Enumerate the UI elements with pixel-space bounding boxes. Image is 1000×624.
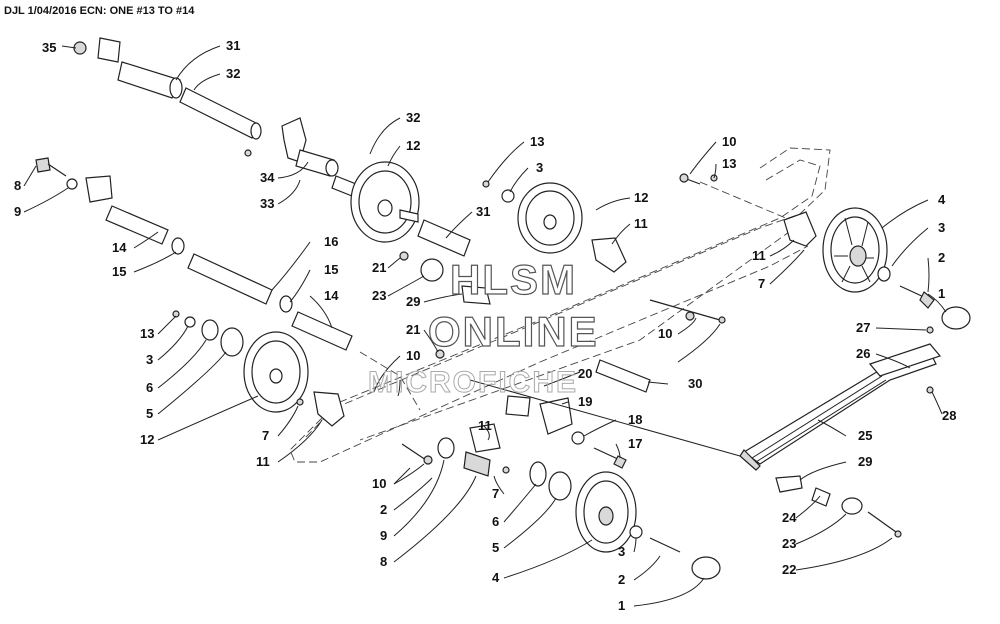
callout-label: 23 <box>372 288 386 303</box>
upper-rear-axle <box>73 37 357 197</box>
watermark-line3: MICROFICHE <box>368 366 578 399</box>
callout-label: 14 <box>324 288 339 303</box>
callout-label: 11 <box>256 454 270 469</box>
callout-label: 27 <box>856 320 870 335</box>
callout-label: 15 <box>324 262 338 277</box>
callout-label: 18 <box>628 412 642 427</box>
callout-label: 24 <box>782 510 797 525</box>
callout-label: 5 <box>146 406 153 421</box>
limiter-strap-assembly <box>739 326 942 538</box>
callout-label: 23 <box>782 536 796 551</box>
callout-label: 6 <box>146 380 153 395</box>
slide-rail <box>289 147 831 463</box>
callout-label: 11 <box>634 216 648 231</box>
callout-label: 8 <box>380 554 387 569</box>
callout-label: 12 <box>634 190 648 205</box>
callout-label: 10 <box>406 348 420 363</box>
callout-label: 3 <box>938 220 945 235</box>
leader-lines <box>23 45 947 607</box>
revision-header: DJL 1/04/2016 ECN: ONE #13 TO #14 <box>4 5 195 17</box>
right-idler-wheel <box>822 207 971 330</box>
callout-label: 35 <box>42 40 56 55</box>
callout-label: 32 <box>406 110 420 125</box>
callout-label: 22 <box>782 562 796 577</box>
callout-label: 32 <box>226 66 240 81</box>
callout-label: 25 <box>858 428 872 443</box>
callout-label: 21 <box>372 260 386 275</box>
callout-label: 12 <box>406 138 420 153</box>
callout-label: 13 <box>140 326 154 341</box>
callout-label: 2 <box>380 502 387 517</box>
callout-label: 9 <box>380 528 387 543</box>
left-bolt-set <box>35 157 113 203</box>
left-wheel-assembly <box>172 310 345 427</box>
parts-layer <box>35 37 971 580</box>
callout-label: 3 <box>618 544 625 559</box>
callout-label: 4 <box>938 192 946 207</box>
callout-label: 30 <box>688 376 702 391</box>
callout-label: 3 <box>146 352 153 367</box>
callout-label: 16 <box>324 234 338 249</box>
callout-label: 10 <box>372 476 386 491</box>
callout-label: 26 <box>856 346 870 361</box>
callout-label: 13 <box>722 156 736 171</box>
callout-label: 4 <box>492 570 500 585</box>
callout-labels: 35 31 32 32 12 34 33 13 3 12 31 11 10 13… <box>14 38 956 613</box>
watermark-line1: HLSM <box>450 256 577 303</box>
callout-label: 29 <box>858 454 872 469</box>
callout-label: 20 <box>578 366 592 381</box>
callout-label: 10 <box>722 134 736 149</box>
callout-label: 7 <box>758 276 765 291</box>
upper-wheel <box>350 161 420 243</box>
callout-label: 12 <box>140 432 154 447</box>
center-link-parts <box>505 359 651 469</box>
callout-label: 28 <box>942 408 956 423</box>
callout-label: 15 <box>112 264 126 279</box>
bracket-upper-center <box>591 237 627 273</box>
center-top-wheel <box>482 180 583 254</box>
spacer-tube-14b <box>291 311 353 351</box>
callout-label: 13 <box>530 134 544 149</box>
callout-label: 8 <box>14 178 21 193</box>
callout-label: 14 <box>112 240 127 255</box>
callout-label: 11 <box>478 418 492 433</box>
callout-label: 7 <box>492 486 499 501</box>
callout-label: 1 <box>618 598 625 613</box>
callout-label: 5 <box>492 540 499 555</box>
callout-label: 3 <box>536 160 543 175</box>
callout-label: 33 <box>260 196 274 211</box>
watermark-line2: ONLINE <box>428 308 599 355</box>
callout-label: 19 <box>578 394 592 409</box>
callout-label: 6 <box>492 514 499 529</box>
callout-label: 11 <box>752 248 766 263</box>
center-lower-parts <box>401 423 721 580</box>
callout-label: 21 <box>406 322 420 337</box>
callout-label: 9 <box>14 204 21 219</box>
callout-label: 17 <box>628 436 642 451</box>
spacer-tube-16 <box>187 253 273 305</box>
callout-label: 2 <box>938 250 945 265</box>
callout-label: 7 <box>262 428 269 443</box>
bracket-upper-right <box>783 211 817 247</box>
callout-label: 31 <box>476 204 490 219</box>
spacer-tube-right <box>417 219 471 257</box>
callout-label: 10 <box>658 326 672 341</box>
callout-label: 34 <box>260 170 275 185</box>
callout-label: 2 <box>618 572 625 587</box>
callout-label: 1 <box>938 286 945 301</box>
callout-label: 31 <box>226 38 240 53</box>
callout-label: 29 <box>406 294 420 309</box>
spacer-tube-14a <box>105 205 169 245</box>
watermark: HLSM ONLINE MICROFICHE <box>368 255 599 399</box>
